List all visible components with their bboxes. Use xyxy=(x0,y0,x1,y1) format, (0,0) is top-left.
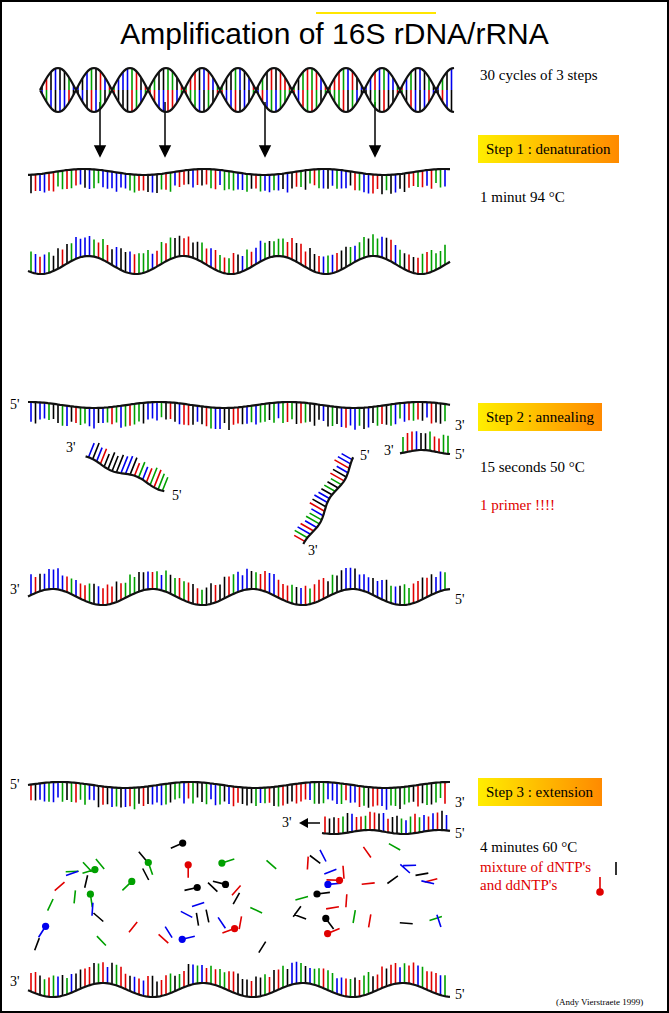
step-box: Step 1 : denaturation xyxy=(478,135,619,163)
strand-end-label: 5' xyxy=(10,777,20,793)
ddntp-ball xyxy=(179,936,186,943)
sugar-backbone xyxy=(28,68,454,997)
step-label: Step 2 : annealing xyxy=(478,403,602,431)
ddntp-ball xyxy=(324,930,331,937)
extension-arrow xyxy=(299,818,320,828)
strand-end-label: 3' xyxy=(282,815,292,831)
step-label: Step 1 : denaturation xyxy=(478,135,619,163)
ddntp-ball xyxy=(194,884,201,891)
step-label: Step 3 : extension xyxy=(478,778,602,806)
decor-line xyxy=(316,12,436,14)
strand-end-label: 5' xyxy=(455,987,465,1003)
note-label: 1 minut 94 °C xyxy=(480,188,565,206)
ddntp-ball xyxy=(336,877,343,884)
base-lines xyxy=(31,68,452,997)
note-label: 4 minutes 60 °C xyxy=(480,838,577,856)
strand-end-label: 5' xyxy=(172,488,182,504)
note-label: 30 cycles of 3 steps xyxy=(480,66,597,84)
strand-end-label: 3' xyxy=(384,443,394,459)
ddntp-ball xyxy=(42,923,49,930)
base-lines xyxy=(31,68,452,996)
base-lines xyxy=(31,69,445,998)
ddntp-ball xyxy=(313,890,320,897)
ddntp-ball xyxy=(231,925,238,932)
ddntp-ball xyxy=(145,859,152,866)
ddntp-ball xyxy=(185,861,192,868)
strand-end-label: 3' xyxy=(10,582,20,598)
strand-end-label: 5' xyxy=(360,448,370,464)
strand-end-label: 5' xyxy=(455,826,465,842)
strand-end-label: 3' xyxy=(10,974,20,990)
strand-end-label: 3' xyxy=(455,418,465,434)
strand-end-label: 3' xyxy=(455,795,465,811)
separation-arrows xyxy=(95,102,380,156)
dna-strands xyxy=(28,68,454,997)
ddntp-ball xyxy=(322,915,329,922)
ddntp-ball xyxy=(324,881,331,888)
title: Amplification of 16S rDNA/rRNA xyxy=(0,16,669,52)
note-label: 1 primer !!!! xyxy=(480,496,555,514)
strand-end-label: 5' xyxy=(10,397,20,413)
strand-end-label: 3' xyxy=(66,440,76,456)
strand-end-label: 5' xyxy=(455,592,465,608)
step-box: Step 3 : extension xyxy=(478,778,602,806)
note-label: 15 seconds 50 °C xyxy=(480,458,585,476)
ddntp-ball xyxy=(87,891,94,898)
strand-end-label: 3' xyxy=(308,543,318,559)
ddntp-ball xyxy=(218,860,225,867)
ddntp-ball xyxy=(179,840,186,847)
note-label: (Andy Vierstraete 1999) xyxy=(556,997,643,1008)
base-lines xyxy=(31,68,448,997)
strand-end-label: 5' xyxy=(455,447,465,463)
ddntp-ball xyxy=(91,866,98,873)
nucleotide-markers xyxy=(596,862,616,896)
ddntp-ball xyxy=(128,878,135,885)
step-box: Step 2 : annealing xyxy=(478,403,602,431)
ddntp-ball xyxy=(222,881,229,888)
note-label: mixture of dNTP's and ddNTP's xyxy=(480,858,608,894)
